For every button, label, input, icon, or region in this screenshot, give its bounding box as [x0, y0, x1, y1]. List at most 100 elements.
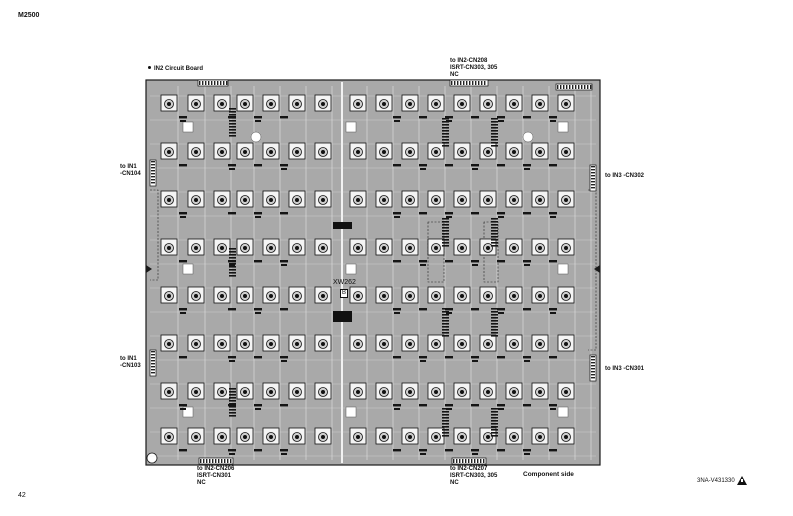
switch-center	[460, 342, 464, 346]
connector-pin	[151, 369, 155, 371]
switch-center	[512, 102, 516, 106]
switch-center	[269, 342, 273, 346]
connector-pin	[566, 85, 568, 89]
switch-center	[194, 390, 198, 394]
switch-center	[460, 294, 464, 298]
led-window	[557, 406, 569, 418]
smd-part	[420, 453, 426, 455]
switch-center	[408, 435, 412, 439]
switch-grid	[160, 94, 575, 445]
switch-center	[269, 198, 273, 202]
led-window	[182, 263, 194, 275]
switch-center	[538, 390, 542, 394]
connector-pin	[200, 459, 202, 463]
switch-center	[434, 150, 438, 154]
smd-part	[280, 308, 288, 311]
switch-center	[512, 390, 516, 394]
ic-pin	[229, 388, 236, 390]
smd-part	[254, 356, 262, 359]
ic-pin	[229, 266, 236, 268]
ic-pin	[229, 129, 236, 131]
smd-part	[393, 260, 401, 263]
ic-pin	[491, 121, 498, 123]
connector-pin	[151, 357, 155, 359]
connector-pin	[151, 351, 155, 353]
switch-center	[356, 342, 360, 346]
ic-pin	[229, 117, 236, 119]
smd-part	[445, 260, 453, 263]
smd-part	[497, 404, 505, 407]
ic-pin	[229, 126, 236, 128]
switch-center	[382, 342, 386, 346]
switch-center	[356, 294, 360, 298]
smd-part	[471, 164, 479, 167]
ic-pin	[491, 432, 498, 434]
ic-pin	[442, 320, 449, 322]
switch-center	[321, 102, 325, 106]
ic-pin	[442, 124, 449, 126]
ic-pin	[442, 227, 449, 229]
ic-pin	[442, 233, 449, 235]
ic-pin	[491, 414, 498, 416]
smd-part	[498, 408, 504, 410]
smd-part	[179, 308, 187, 311]
connector-pin	[220, 81, 222, 85]
switch-center	[434, 102, 438, 106]
smd-part	[523, 260, 531, 263]
switch-center	[321, 435, 325, 439]
smd-part	[179, 404, 187, 407]
ic-pin	[491, 242, 498, 244]
connector-pin	[591, 184, 595, 186]
switch-center	[538, 294, 542, 298]
smd-part	[549, 449, 557, 452]
ic-pin	[491, 423, 498, 425]
smd-part	[228, 212, 236, 215]
connector-pin	[591, 368, 595, 370]
connector-pin	[591, 169, 595, 171]
smd-part	[523, 356, 531, 359]
connector-pin	[151, 161, 155, 163]
connector-pin	[151, 179, 155, 181]
ic-pin	[442, 329, 449, 331]
smd-part	[471, 404, 479, 407]
switch-center	[512, 198, 516, 202]
connector-label-bottom-left: to IN2-CN206 ISRT-CN301 NC	[197, 466, 234, 487]
smd-part	[445, 404, 453, 407]
connector-top-line-2: ISRT-CN303, 305	[450, 65, 498, 71]
connector-top-left	[197, 79, 229, 87]
model-label: M2500	[18, 12, 40, 19]
switch-center	[486, 435, 490, 439]
switch-center	[220, 198, 224, 202]
switch-center	[512, 150, 516, 154]
ic-pin	[491, 118, 498, 120]
connector-label-left-upper: to IN1 -CN104	[120, 164, 141, 178]
smd-part	[523, 116, 531, 119]
smd-part	[471, 116, 479, 119]
connector-bottom-left-line-3: NC	[197, 480, 206, 486]
connector-pin	[217, 81, 219, 85]
ic-pin	[491, 408, 498, 410]
ic-pin	[229, 272, 236, 274]
switch-center	[486, 102, 490, 106]
trace-layer	[150, 86, 597, 460]
smd-part	[254, 260, 262, 263]
connector-pin	[206, 459, 208, 463]
smd-part	[179, 260, 187, 263]
ic-pin	[442, 136, 449, 138]
switch-center	[167, 102, 171, 106]
connector-pin	[151, 182, 155, 184]
connector-pin	[572, 85, 574, 89]
connector-pin	[151, 164, 155, 166]
ic-pin	[229, 132, 236, 134]
ic-pin	[491, 420, 498, 422]
switch-center	[434, 390, 438, 394]
connector-label-right-upper: to IN3 -CN302	[605, 173, 644, 180]
smd-part	[549, 212, 557, 215]
ic-pin	[229, 406, 236, 408]
connector-pin	[208, 81, 210, 85]
connector-pin	[454, 81, 456, 85]
connector-bottom-right-line-2: ISRT-CN303, 305	[450, 473, 498, 479]
ic-pin	[491, 133, 498, 135]
connector-right-upper-line-2: -CN302	[623, 173, 645, 179]
connector-pin	[465, 459, 467, 463]
